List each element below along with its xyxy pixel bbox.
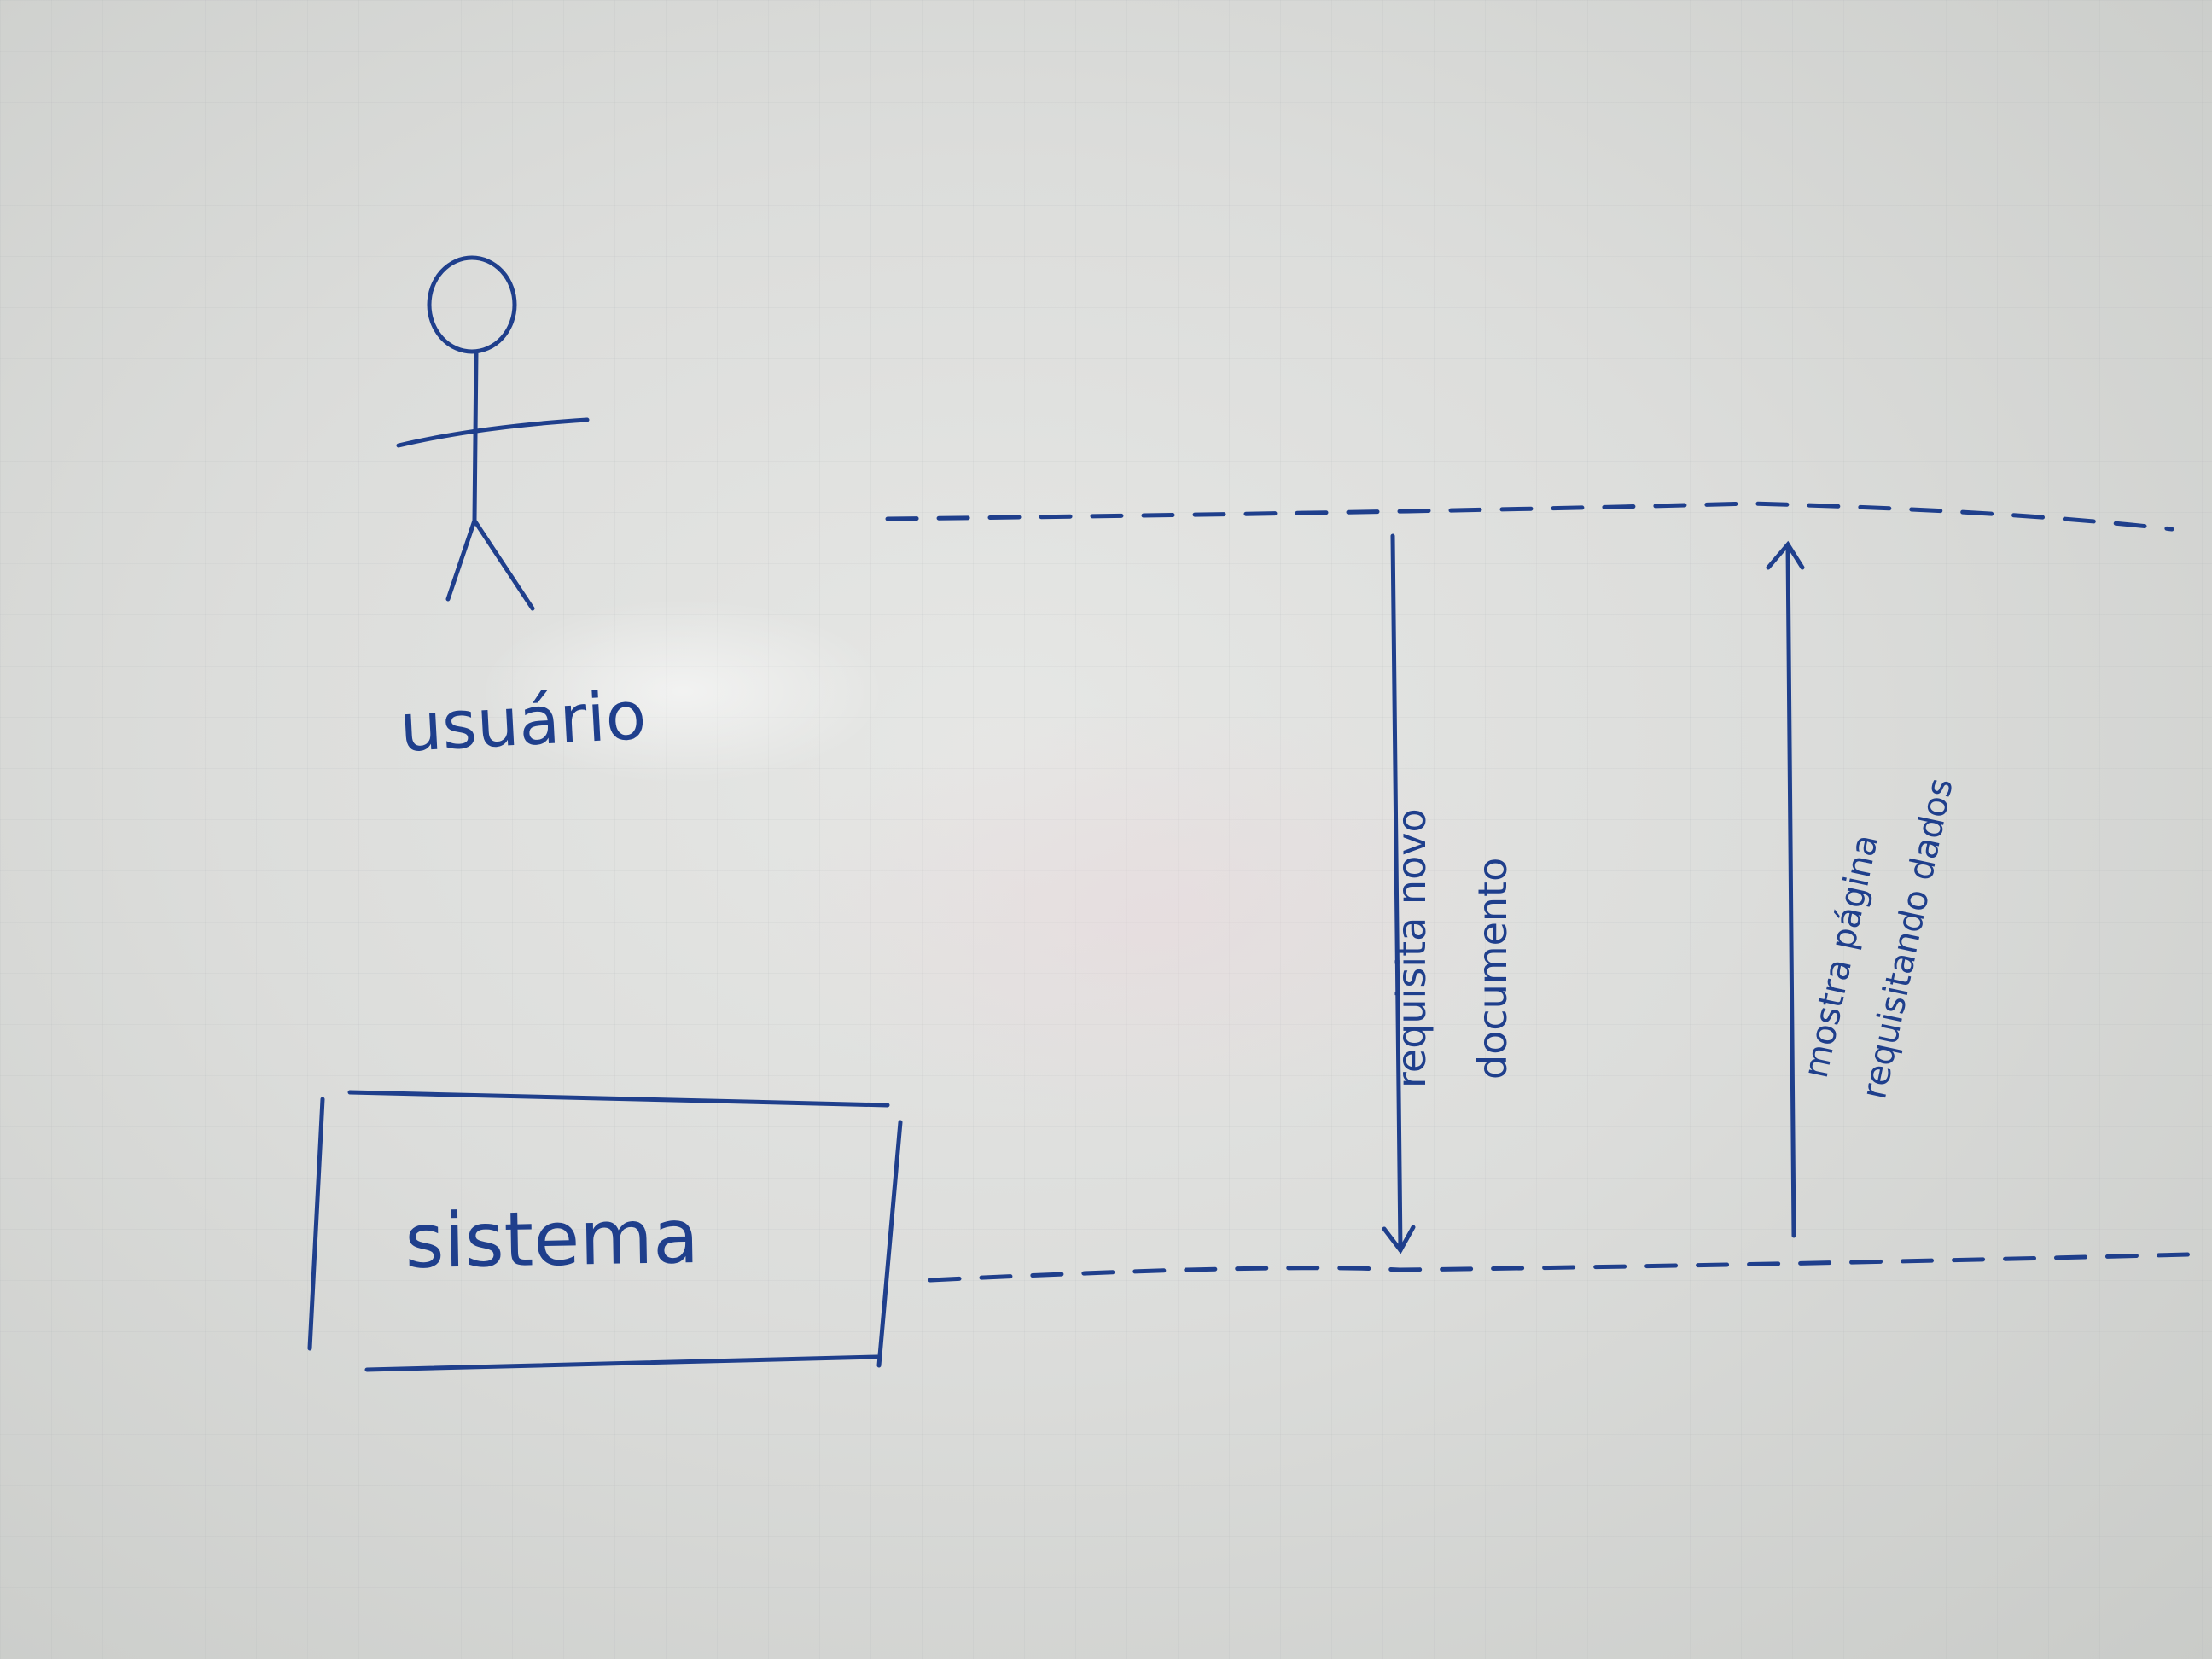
actor-label: usuário — [398, 678, 648, 767]
system-label: sistema — [405, 1192, 700, 1285]
top-dashed-line — [885, 501, 2174, 532]
message-2-label-line2: requisitando dados — [1854, 775, 1961, 1103]
message-1-label-line1: requisita novo — [1388, 808, 1435, 1088]
actor-head — [427, 255, 517, 354]
actor-body — [472, 349, 479, 523]
actor-stick-figure — [396, 255, 590, 611]
system-box — [307, 1090, 903, 1372]
actor-legs — [445, 518, 535, 611]
message-arrow-response — [1766, 540, 1805, 1238]
actor-arms — [396, 417, 590, 448]
message-arrow-request — [1382, 533, 1416, 1254]
light-glare — [478, 597, 888, 785]
light-glare — [768, 700, 1536, 1126]
message-1-label-line2: documento — [1470, 858, 1516, 1080]
bottom-dashed-line — [928, 1252, 2192, 1283]
